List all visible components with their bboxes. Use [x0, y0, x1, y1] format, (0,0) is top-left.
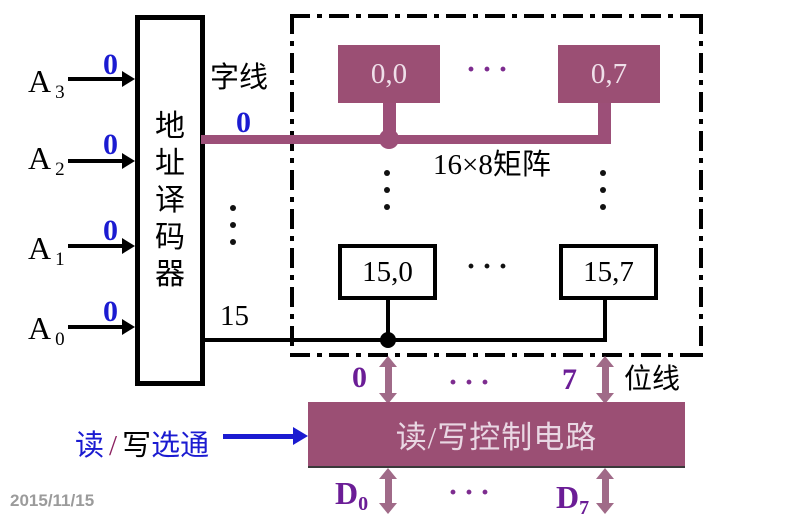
address-subscript: 0: [55, 329, 65, 350]
a1-input-arrow: [68, 238, 135, 254]
data-line-d0-label: D0: [335, 477, 368, 514]
word-line-15-stub-cell157: [603, 299, 607, 342]
memory-cell-0-0: 0,0: [338, 45, 440, 103]
word-line-15-junction-dot: [380, 332, 396, 348]
data-line-d7-arrow: [596, 468, 614, 514]
address-input-a3-value: 0: [103, 48, 118, 81]
arrow-down-icon: [596, 503, 614, 514]
strobe-read-text: 读: [75, 430, 105, 462]
word-line-0: [201, 135, 611, 144]
memory-cell-15-7: 15,7: [559, 244, 658, 300]
cell-label: 0,7: [590, 57, 628, 90]
bit-line-title: 位线: [624, 364, 681, 395]
rw-control-box: 读/写控制电路: [308, 402, 685, 468]
memory-cell-0-7: 0,7: [558, 45, 660, 103]
arrow-shaft: [384, 367, 392, 393]
arrow-shaft: [68, 325, 124, 329]
address-input-a1-value: 0: [103, 214, 118, 247]
strobe-write-text: 写: [122, 430, 152, 462]
word-line-0-index: 0: [236, 106, 251, 139]
address-letter: A: [28, 310, 52, 346]
matrix-border-left: [290, 14, 294, 357]
word-line-15: [201, 338, 607, 342]
a0-input-arrow: [68, 319, 135, 335]
address-input-a2-value: 0: [103, 128, 118, 161]
arrow-down-icon: [379, 393, 397, 404]
matrix-border-right: [699, 14, 703, 357]
address-letter: A: [28, 63, 52, 99]
data-line-d7-label: D7: [556, 481, 589, 518]
bit-line-0-index: 0: [352, 361, 367, 394]
arrow-up-icon: [379, 356, 397, 367]
data-letter: D: [556, 479, 580, 515]
bit-lines-ellipsis: ···: [448, 366, 497, 399]
address-letter: A: [28, 230, 52, 266]
word-line-15-stub-cell150: [386, 299, 390, 338]
data-subscript: 0: [358, 493, 369, 515]
address-decoder-label: 地址译码器: [155, 110, 185, 291]
matrix-border-bottom: [290, 353, 703, 357]
arrow-up-icon: [379, 468, 397, 479]
strobe-arrow-right-icon: [293, 427, 308, 445]
word-line-0-junction-dot: [379, 129, 399, 149]
address-subscript: 3: [55, 82, 65, 103]
address-letter: A: [28, 140, 52, 176]
data-lines-ellipsis: ···: [448, 476, 497, 509]
data-subscript: 7: [579, 497, 590, 519]
cell-label: 15,7: [583, 255, 634, 288]
strobe-slash-text: /: [109, 430, 118, 462]
arrow-right-icon: [122, 71, 135, 87]
arrow-up-icon: [596, 468, 614, 479]
arrow-right-icon: [122, 153, 135, 169]
address-decoder-box: 地址译码器: [135, 15, 205, 386]
date-stamp: 2015/11/15: [10, 491, 95, 510]
arrow-shaft: [601, 367, 609, 393]
word-line-title: 字线: [210, 62, 269, 94]
a3-input-arrow: [68, 71, 135, 87]
arrow-up-icon: [596, 356, 614, 367]
data-line-d0-arrow: [379, 468, 397, 514]
matrix-size-label: 16×8矩阵: [433, 149, 551, 181]
bit-line-0-arrow: [379, 356, 397, 404]
matrix-border-top: [290, 14, 703, 18]
memory-cell-15-0: 15,0: [338, 244, 437, 300]
column-0-ellipsis-vertical-icon: [384, 170, 390, 210]
address-subscript: 2: [55, 159, 65, 180]
row-0-ellipsis: ···: [466, 53, 515, 86]
bit-line-7-arrow: [596, 356, 614, 404]
rw-strobe-label: 读/写选通: [75, 422, 209, 464]
arrow-shaft: [384, 479, 392, 503]
row-15-ellipsis: ···: [466, 250, 515, 283]
address-input-a0-value: 0: [103, 295, 118, 328]
arrow-shaft: [601, 479, 609, 503]
bit-line-7-index: 7: [562, 363, 577, 396]
word-line-15-index: 15: [220, 300, 249, 332]
arrow-right-icon: [122, 319, 135, 335]
rw-control-label: 读/写控制电路: [395, 419, 598, 455]
word-line-0-stub-cell07: [598, 102, 611, 144]
arrow-right-icon: [122, 238, 135, 254]
arrow-shaft: [68, 77, 124, 81]
decoder-ellipsis-vertical-icon: [230, 205, 236, 245]
arrow-shaft: [68, 244, 124, 248]
cell-label: 0,0: [370, 57, 408, 90]
address-subscript: 1: [55, 249, 65, 270]
cell-label: 15,0: [362, 255, 413, 288]
strobe-arrow-shaft: [223, 434, 295, 439]
arrow-down-icon: [596, 393, 614, 404]
arrow-down-icon: [379, 503, 397, 514]
arrow-shaft: [68, 159, 124, 163]
column-7-ellipsis-vertical-icon: [600, 170, 606, 210]
strobe-suffix-text: 选通: [151, 430, 210, 462]
data-letter: D: [335, 475, 359, 511]
a2-input-arrow: [68, 153, 135, 169]
